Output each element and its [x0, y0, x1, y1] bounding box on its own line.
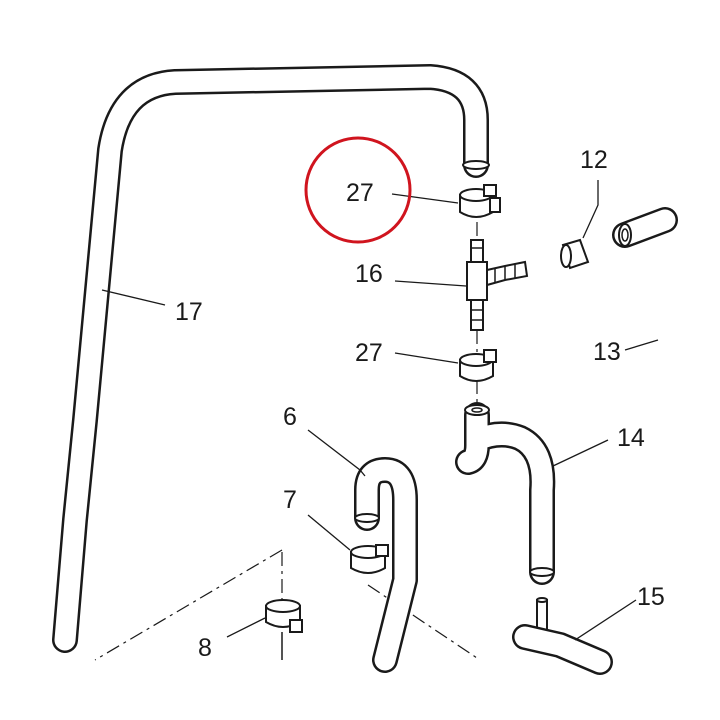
label-8: 8 — [198, 634, 212, 662]
hose-17 — [52, 64, 490, 653]
label-15: 15 — [637, 583, 665, 611]
label-12: 12 — [580, 146, 608, 174]
clamp-8 — [265, 599, 303, 660]
clamp-27-bottom — [459, 349, 497, 382]
label-13: 13 — [593, 338, 621, 366]
label-16: 16 — [355, 260, 383, 288]
fitting-15 — [512, 597, 613, 675]
label-27-top: 27 — [346, 179, 374, 207]
highlight-circle — [304, 136, 412, 244]
hose-6 — [354, 457, 418, 673]
t-connector-16 — [466, 239, 529, 331]
clamp-7 — [350, 544, 389, 574]
hose-13 — [612, 207, 678, 248]
clamp-27-top — [459, 184, 501, 218]
label-17: 17 — [175, 298, 203, 326]
hose-14 — [455, 402, 556, 585]
callouts: 27 12 16 17 13 27 6 14 7 15 8 — [175, 146, 665, 662]
clamp-12 — [560, 238, 590, 270]
leader-lines — [101, 180, 659, 641]
label-6: 6 — [283, 403, 297, 431]
label-7: 7 — [283, 486, 297, 514]
label-14: 14 — [617, 424, 645, 452]
label-27-bottom: 27 — [355, 339, 383, 367]
